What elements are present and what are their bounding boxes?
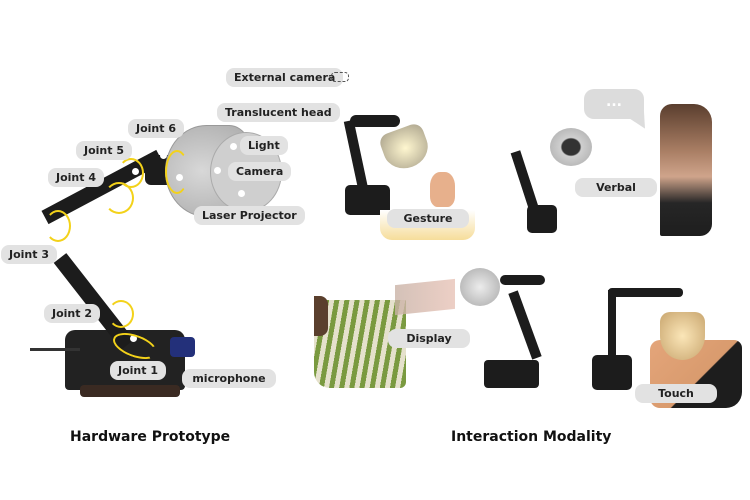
label-joint1: Joint 1	[110, 361, 166, 380]
speech-bubble: ...	[584, 89, 644, 119]
display-lamp-head	[460, 268, 500, 306]
gesture-hand	[430, 172, 455, 207]
light-marker	[230, 143, 237, 150]
hardware-prototype-title: Hardware Prototype	[70, 429, 231, 445]
head-marker	[176, 174, 183, 181]
joint6-rotation-arrow	[165, 150, 189, 194]
label-joint6: Joint 6	[128, 119, 184, 138]
joint4-rotation-arrow	[104, 182, 134, 214]
label-translucent-head: Translucent head	[217, 103, 340, 122]
label-verbal: Verbal	[575, 178, 657, 197]
label-joint2: Joint 2	[44, 304, 100, 323]
projected-display	[395, 278, 455, 316]
display-robot-arm-2	[508, 290, 542, 360]
label-camera: Camera	[228, 162, 292, 181]
touch-lamp-head	[660, 312, 705, 360]
label-display: Display	[388, 329, 470, 348]
label-touch: Touch	[635, 384, 717, 403]
display-robot-arm	[500, 275, 545, 285]
microphone-device	[170, 337, 195, 357]
joint5-rotation-arrow	[118, 158, 144, 188]
touch-robot-base	[592, 355, 632, 390]
label-joint5: Joint 5	[76, 141, 132, 160]
display-person-head	[314, 296, 328, 336]
speech-bubble-text: ...	[606, 94, 622, 110]
verbal-person-photo	[660, 104, 712, 236]
label-laser-projector: Laser Projector	[194, 206, 305, 225]
joint2-rotation-arrow	[108, 300, 134, 328]
camera-marker	[214, 167, 221, 174]
joint3-rotation-arrow	[45, 210, 71, 242]
display-robot-base	[484, 360, 539, 388]
touch-robot-arm	[608, 288, 683, 297]
label-external-camera: External camera	[226, 68, 344, 87]
external-camera-icon	[331, 72, 349, 82]
cable	[30, 348, 80, 351]
robot-base-plate	[80, 385, 180, 397]
label-gesture: Gesture	[387, 209, 469, 228]
label-joint3: Joint 3	[1, 245, 57, 264]
gesture-robot-top	[350, 115, 400, 127]
laser-marker	[238, 190, 245, 197]
joint6-marker	[160, 152, 167, 159]
label-microphone: microphone	[182, 369, 276, 388]
gesture-lamp-head	[377, 121, 434, 175]
touch-robot-column	[608, 290, 616, 360]
label-joint4: Joint 4	[48, 168, 104, 187]
verbal-robot-base	[527, 205, 557, 233]
verbal-lamp-head	[550, 128, 592, 166]
label-light: Light	[240, 136, 288, 155]
interaction-modality-title: Interaction Modality	[451, 429, 612, 445]
joint1-marker	[130, 335, 137, 342]
